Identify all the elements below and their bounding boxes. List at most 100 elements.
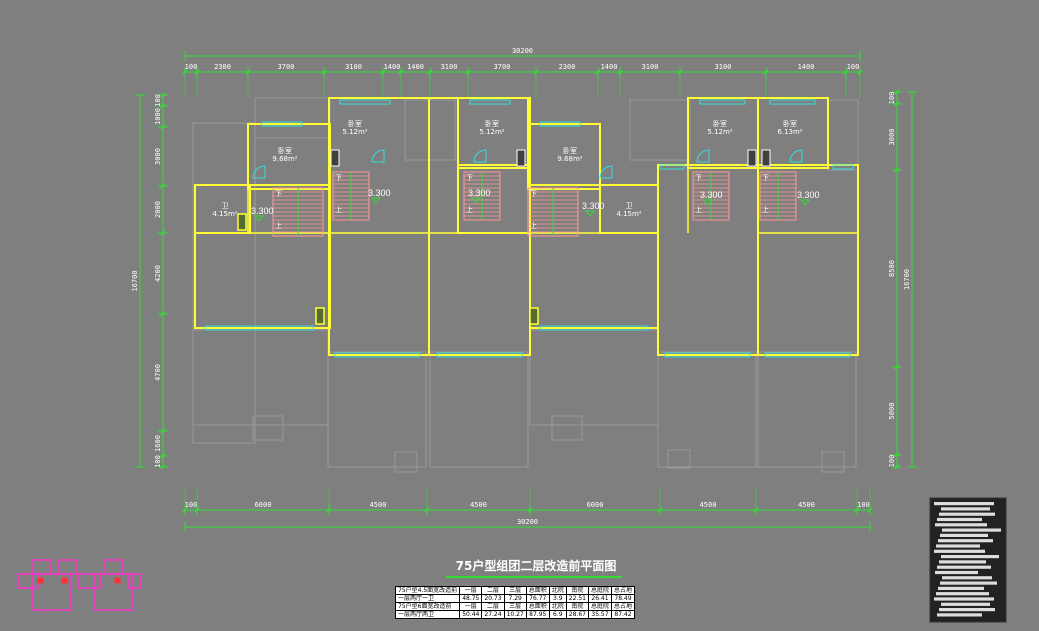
area-table-cell: 87.42 [610,610,636,619]
elevation-marker [470,197,482,204]
ghost-outline [667,449,691,469]
area-table-cell: 南院 [565,602,589,611]
right-dim-slash [894,464,900,470]
area-table-cell: 一层 [459,602,483,611]
area-table-row: 75户型6面宽改造前一层二层三层总面积北院南院总庭院总占地 [394,602,636,611]
left-dim-label: 4200 [154,265,162,282]
key-plan-unit [32,573,72,611]
right-dim-slash [894,364,900,370]
left-dim-label: 1000 [154,108,162,125]
top-dim-label: 2300 [559,63,576,71]
site-map-block [941,602,990,606]
bottom-dim-label: 6000 [587,501,604,509]
area-table-cell: 总庭院 [587,586,612,595]
left-dim-slash [160,124,166,130]
key-plan [17,559,141,611]
site-map-block [939,560,986,564]
left-dim-label: 100 [154,455,162,468]
window [261,121,303,127]
right-dim-label: 100 [888,92,896,105]
left-dim-slash [160,464,166,470]
top-dim-label: 1400 [407,63,424,71]
area-table-row: 75户型4.5面宽改造前一层二层三层总面积北院南院总庭院总占地 [394,586,636,595]
room-area-label: 6.13m² [777,128,802,136]
area-table-cell: 10.27 [503,610,527,619]
key-plan-unit [104,559,124,575]
fixture-box [315,307,325,325]
area-table-cell: 75户型4.5面宽改造前 [394,586,461,595]
site-map-block [937,517,982,522]
wardrobe-fixture [747,149,757,167]
top-dim-label: 3100 [642,63,659,71]
stair-up-label: 上 [335,205,342,214]
window [334,352,421,358]
stairs-layer [272,171,797,237]
room-area-label: 5.12m² [479,128,504,136]
wardrobe-fixture [761,149,771,167]
area-table-cell: 28.67 [565,610,589,619]
top-overall-label: 30200 [512,47,533,55]
window [699,99,746,105]
room-area-label: 4.15m² [616,210,641,218]
room-labels: 上下上下上下上下上下上下卧室5.12m²卧室9.68m²卧室5.12m²卧室9.… [212,119,819,230]
window [769,99,816,105]
area-table-cell: 7.29 [503,594,527,603]
stair-up-label: 上 [275,221,282,230]
key-plan-unit [77,573,101,589]
room-name-label: 卧室 [278,146,292,155]
window [204,325,314,331]
right-dim-label: 3000 [888,129,896,146]
area-table-cell: 总占地 [610,586,636,595]
elevation-marker [370,197,382,204]
elevation-label: 3.300 [251,206,274,216]
room-area-label: 5.12m² [342,128,367,136]
wall-segment [428,97,531,356]
room-area-label: 5.12m² [707,128,732,136]
site-map-block [940,581,997,585]
room-area-label: 9.68m² [557,155,582,163]
bottom-dim-label: 4500 [798,501,815,509]
left-overall-label: 16700 [131,270,139,291]
stair-up-label: 上 [466,205,473,214]
area-table-cell: 27.24 [481,610,505,619]
top-dim-label: 3100 [441,63,458,71]
area-table-cell: 一层两厅一卫 [394,594,461,603]
area-table-cell: 78.49 [610,594,636,603]
stair-up-label: 上 [695,205,702,214]
top-dim-label: 3700 [278,63,295,71]
area-table-cell: 南院 [565,586,589,595]
stair-down-label: 下 [466,174,473,182]
ghost-outline [657,351,757,468]
room-area-label: 9.68m² [272,155,297,163]
elevation-marker [253,215,265,222]
site-map-block [938,586,984,590]
right-dim-slash [894,89,900,95]
stair-up-label: 上 [762,205,769,214]
right-overall-label: 16700 [903,269,911,290]
left-dim-slash [160,230,166,236]
room-name-label: 卧室 [783,119,797,128]
door-swing [371,149,385,163]
top-dim-label: 100 [847,63,860,71]
stair-down-label: 下 [695,174,702,182]
window [764,352,851,358]
left-dim-slash [160,453,166,459]
wardrobe-fixture [516,149,526,167]
windows-layer [204,99,854,358]
window [539,121,581,127]
area-table-cell: 总占地 [610,602,636,611]
right-dim-label: 5000 [888,403,896,420]
ghost-outline [827,99,859,171]
site-map-block [939,512,995,516]
bottom-dim-label: 6000 [255,501,272,509]
room-name-label: 卧室 [485,119,499,128]
ghost-outline [629,99,691,161]
elevation-marker [702,199,714,206]
ghost-outline [252,415,284,441]
area-table-cell: 3.9 [548,594,567,603]
stair-down-label: 下 [530,190,537,198]
area-table-cell: 三层 [503,602,527,611]
door-swing [599,165,613,179]
site-map-thumbnail [929,497,1007,623]
